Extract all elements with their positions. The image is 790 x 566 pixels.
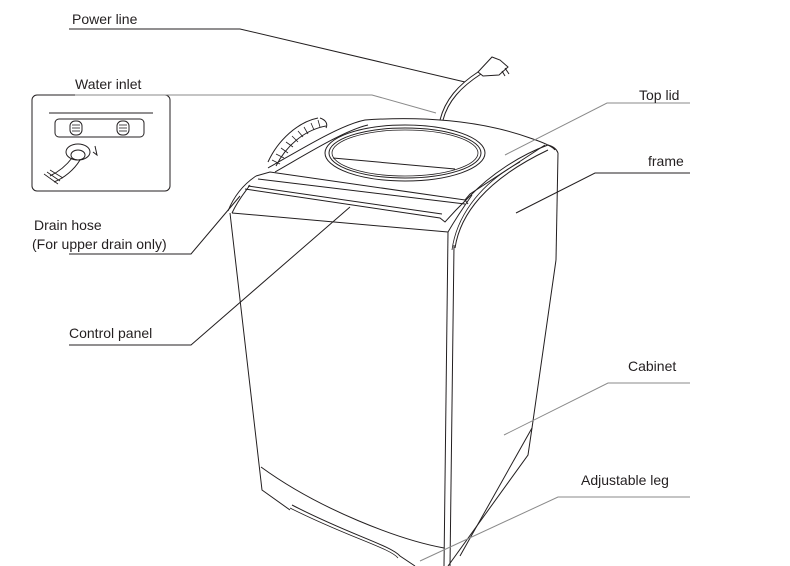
control-panel [227,175,473,233]
inlet-fitting-right [116,120,130,136]
leader-cabinet [503,382,690,436]
power-cord [439,56,510,121]
hose-connector [43,143,98,185]
label-top-lid: Top lid [639,87,680,103]
label-drain-hose: Drain hose [34,217,102,233]
leader-adjustable-leg [419,496,690,562]
leader-drain-hose [69,195,241,255]
leader-lines [69,28,690,562]
leader-water-inlet [75,94,437,114]
inlet-fitting-left [69,120,83,136]
label-adjustable-leg: Adjustable leg [581,472,669,488]
water-inlet-inset [31,94,171,192]
label-frame: frame [648,153,684,169]
top-lid [255,118,556,205]
label-control-panel: Control panel [69,325,153,341]
cabinet [229,212,557,566]
label-cabinet: Cabinet [628,358,677,374]
frame [451,144,559,261]
label-drain-hose-note: (For upper drain only) [32,236,167,252]
leader-frame [515,172,690,214]
drain-hose [267,117,328,167]
leader-top-lid [504,102,690,156]
label-power-line: Power line [72,11,138,27]
leader-control-panel [69,206,351,346]
label-water-inlet: Water inlet [75,76,142,92]
leader-power-line [69,28,466,83]
